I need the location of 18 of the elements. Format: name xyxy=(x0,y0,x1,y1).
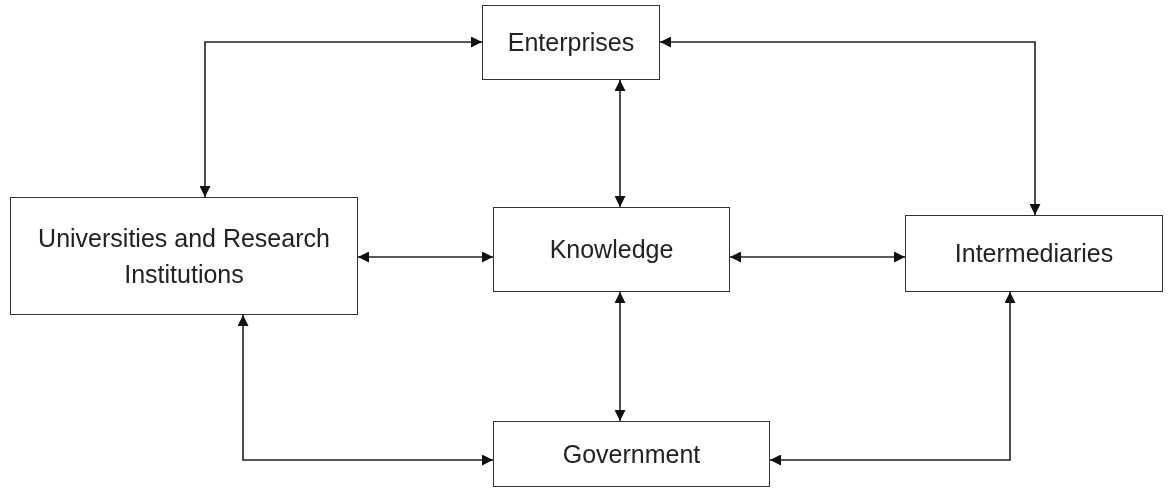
node-label: Government xyxy=(562,438,701,470)
arrow xyxy=(729,251,906,263)
process-box xyxy=(905,215,1163,292)
node-label: Universities and Research Institutions xyxy=(37,222,331,290)
arrow xyxy=(237,314,494,466)
arrow xyxy=(614,79,626,208)
process-box xyxy=(493,207,730,292)
arrow xyxy=(357,251,494,263)
process-box xyxy=(493,421,770,487)
node-label: Intermediaries xyxy=(954,238,1114,270)
arrow xyxy=(659,36,1041,216)
node-label: Knowledge xyxy=(549,234,674,266)
process-box xyxy=(10,197,358,315)
arrow xyxy=(199,36,483,198)
arrow xyxy=(614,291,626,422)
process-box xyxy=(482,5,660,80)
arrow xyxy=(769,291,1016,466)
node-label: Enterprises xyxy=(507,27,635,59)
